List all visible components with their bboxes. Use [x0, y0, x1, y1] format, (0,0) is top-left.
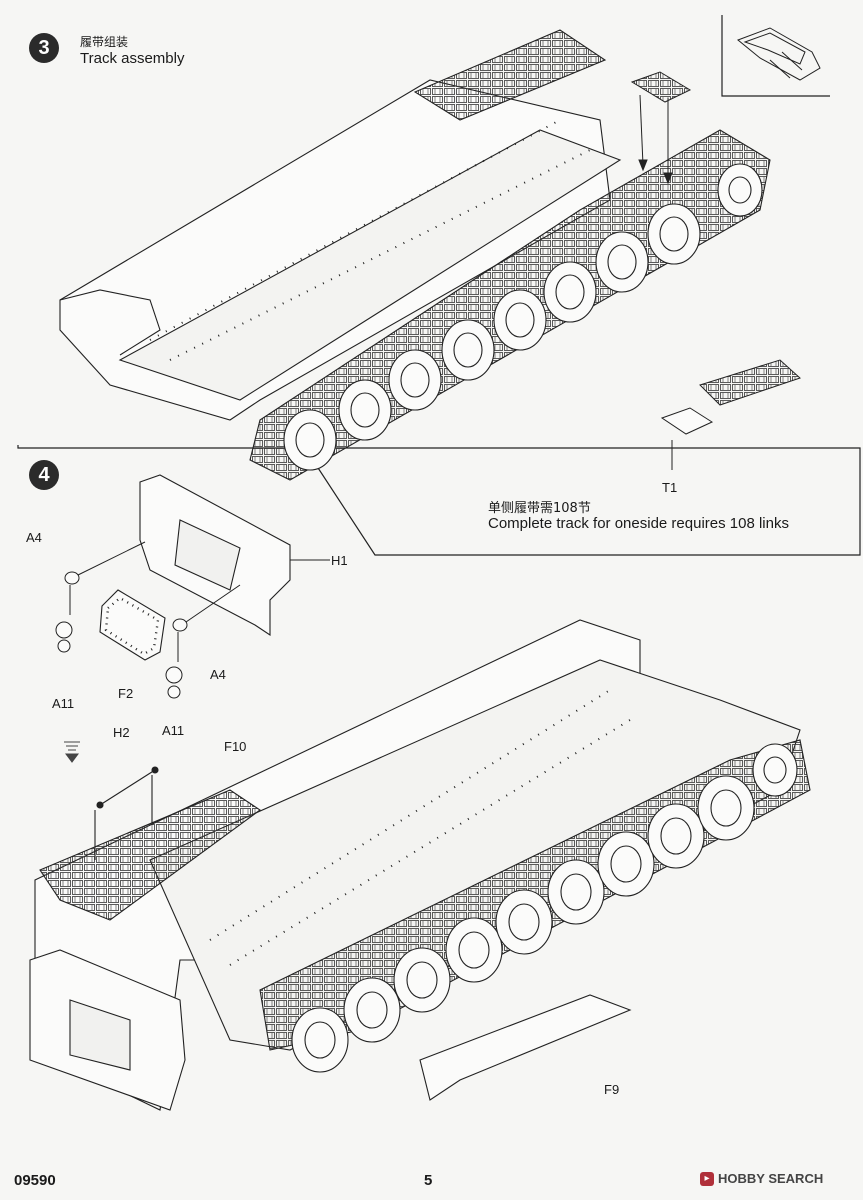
part-label-a11-right: A11	[162, 723, 185, 738]
part-label-f2: F2	[118, 686, 134, 701]
page-number: 5	[424, 1172, 433, 1189]
watermark-logo-icon: ▸	[700, 1171, 714, 1186]
step4-small-fittings	[55, 541, 241, 699]
step4-plate-f2-drawing	[99, 589, 166, 661]
down-arrow-marker	[64, 741, 80, 763]
step-borders	[17, 15, 861, 556]
watermark: ▸ HOBBY SEARCH	[700, 1171, 823, 1186]
part-label-a4-bottom: A4	[210, 667, 226, 682]
step4-road-wheels	[291, 743, 798, 1073]
inset-track-link-drawing	[737, 27, 821, 81]
step4-hull-drawing	[29, 619, 811, 1111]
step3-note-cn: 单侧履带需108节	[488, 501, 591, 516]
step4-plate-h1-drawing	[139, 474, 330, 637]
step3-title-en: Track assembly	[80, 50, 185, 67]
part-label-f9: F9	[604, 1082, 620, 1097]
step3-title-cn: 履带组装	[80, 35, 129, 49]
part-label-h1: H1	[331, 553, 348, 568]
part-label-a11-left: A11	[52, 696, 75, 711]
part-label-t1: T1	[662, 480, 678, 495]
step4-number-badge: 4	[29, 460, 59, 490]
part-label-f10: F10	[224, 739, 247, 754]
step3-road-wheels	[283, 163, 763, 471]
part-label-a4-top: A4	[26, 530, 42, 545]
step3-loose-links	[630, 71, 801, 470]
part-label-h2: H2	[113, 725, 130, 740]
step3-number-badge: 3	[29, 33, 59, 63]
kit-number: 09590	[14, 1172, 56, 1189]
watermark-text: HOBBY SEARCH	[718, 1171, 824, 1186]
step3-note-en: Complete track for oneside requires 108 …	[488, 515, 789, 532]
